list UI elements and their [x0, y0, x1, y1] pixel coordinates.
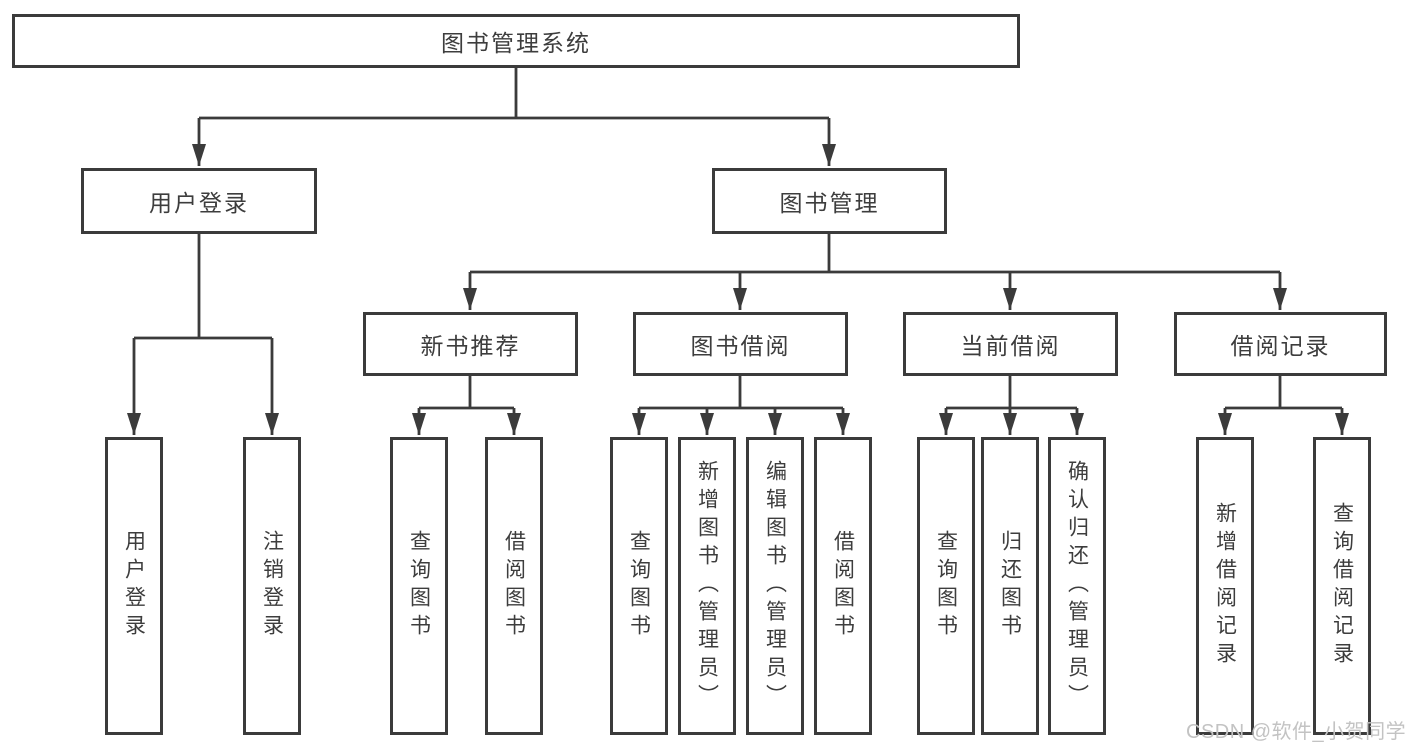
leaf-confirm-return-admin: 确认归还（管理员）: [1048, 437, 1106, 735]
node-borrow-records-label: 借阅记录: [1230, 333, 1331, 359]
leaf-logout-label: 注销登录: [260, 530, 284, 642]
leaf-query-books-borrow-label: 查询图书: [627, 530, 651, 642]
leaf-return-books-label: 归还图书: [998, 530, 1022, 642]
node-book-borrow: 图书借阅: [633, 312, 848, 376]
leaf-return-books: 归还图书: [981, 437, 1039, 735]
leaf-user-login: 用户登录: [105, 437, 163, 735]
leaf-query-borrow-record: 查询借阅记录: [1313, 437, 1371, 735]
leaf-query-books-current-label: 查询图书: [934, 530, 958, 642]
node-root-system: 图书管理系统: [12, 14, 1020, 68]
leaf-edit-book-admin: 编辑图书（管理员）: [746, 437, 804, 735]
node-new-book-recommend: 新书推荐: [363, 312, 578, 376]
leaf-borrow-books-recommend-label: 借阅图书: [502, 530, 526, 642]
leaf-query-books-current: 查询图书: [917, 437, 975, 735]
leaf-add-book-admin-label: 新增图书（管理员）: [695, 460, 719, 712]
node-book-borrow-label: 图书借阅: [690, 333, 791, 359]
leaf-add-book-admin: 新增图书（管理员）: [678, 437, 736, 735]
leaf-query-books-recommend-label: 查询图书: [407, 530, 431, 642]
leaf-borrow-books: 借阅图书: [814, 437, 872, 735]
leaf-borrow-books-recommend: 借阅图书: [485, 437, 543, 735]
leaf-query-books-recommend: 查询图书: [390, 437, 448, 735]
leaf-user-login-label: 用户登录: [122, 530, 146, 642]
node-new-book-recommend-label: 新书推荐: [420, 333, 521, 359]
csdn-watermark: CSDN @软件_小贺同学: [1186, 721, 1405, 743]
leaf-query-books-borrow: 查询图书: [610, 437, 668, 735]
leaf-borrow-books-label: 借阅图书: [831, 530, 855, 642]
node-book-management-label: 图书管理: [779, 190, 880, 216]
leaf-add-borrow-record-label: 新增借阅记录: [1213, 502, 1237, 670]
leaf-confirm-return-admin-label: 确认归还（管理员）: [1065, 460, 1089, 712]
node-borrow-records: 借阅记录: [1174, 312, 1387, 376]
node-user-login-label: 用户登录: [149, 190, 249, 216]
node-current-borrow-label: 当前借阅: [960, 333, 1061, 359]
leaf-edit-book-admin-label: 编辑图书（管理员）: [763, 460, 787, 712]
leaf-add-borrow-record: 新增借阅记录: [1196, 437, 1254, 735]
node-book-management: 图书管理: [712, 168, 947, 234]
node-root-label: 图书管理系统: [441, 30, 591, 56]
leaf-query-borrow-record-label: 查询借阅记录: [1330, 502, 1354, 670]
node-user-login: 用户登录: [81, 168, 317, 234]
leaf-logout: 注销登录: [243, 437, 301, 735]
node-current-borrow: 当前借阅: [903, 312, 1118, 376]
